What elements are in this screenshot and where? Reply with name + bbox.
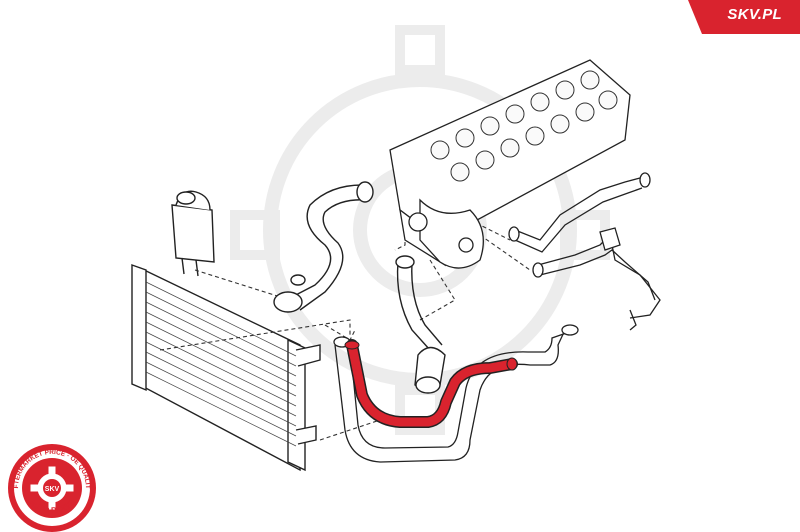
coolant-pipe-icon bbox=[333, 324, 579, 463]
brand-corner-tab bbox=[688, 0, 800, 34]
highlighted-hose-icon bbox=[344, 339, 518, 428]
skv-seal-logo: AFTERMARKET PRICE · OE QUALITY AUTO PART… bbox=[4, 436, 96, 532]
radiator-icon bbox=[131, 264, 321, 472]
engine-head-icon bbox=[389, 59, 631, 269]
lower-hose-icon bbox=[395, 255, 446, 394]
upper-hose-icon bbox=[273, 181, 374, 313]
thermostat-housing-icon bbox=[508, 172, 661, 331]
seal-center-text: SKV bbox=[45, 486, 60, 493]
expansion-tank-icon bbox=[171, 190, 215, 277]
brand-corner-label: SKV.PL bbox=[727, 6, 782, 23]
